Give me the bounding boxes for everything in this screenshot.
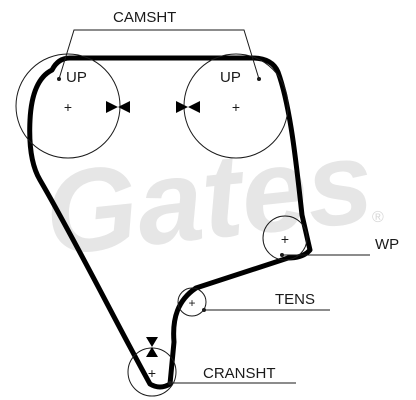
water-pump-label: WP <box>375 236 399 253</box>
water-pump-pulley <box>262 215 308 261</box>
tensioner-center-mark: + <box>188 296 195 310</box>
tensioner-pulley <box>177 287 207 317</box>
crankshaft-label: CRANSHT <box>203 365 276 382</box>
crankshaft-timing-mark-icon <box>146 337 158 357</box>
tensioner-label: TENS <box>275 291 315 308</box>
left-camshaft-center-mark: + <box>64 99 72 115</box>
watermark-logo-text: Gates <box>39 115 379 281</box>
water-pump-center-mark: + <box>281 231 289 247</box>
timing-belt <box>27 55 313 390</box>
left-cam-timing-mark-icon <box>106 101 130 113</box>
camshaft-leader-line <box>58 29 260 80</box>
watermark-registered-mark: ® <box>372 209 384 226</box>
right-camshaft-up-label: UP <box>220 69 241 86</box>
watermark: Gates ® <box>39 115 384 281</box>
right-camshaft-center-mark: + <box>232 99 240 115</box>
left-camshaft-up-label: UP <box>66 69 87 86</box>
right-cam-timing-mark-icon <box>176 101 200 113</box>
crankshaft-center-mark: + <box>148 365 156 381</box>
camshaft-label: CAMSHT <box>113 9 176 26</box>
